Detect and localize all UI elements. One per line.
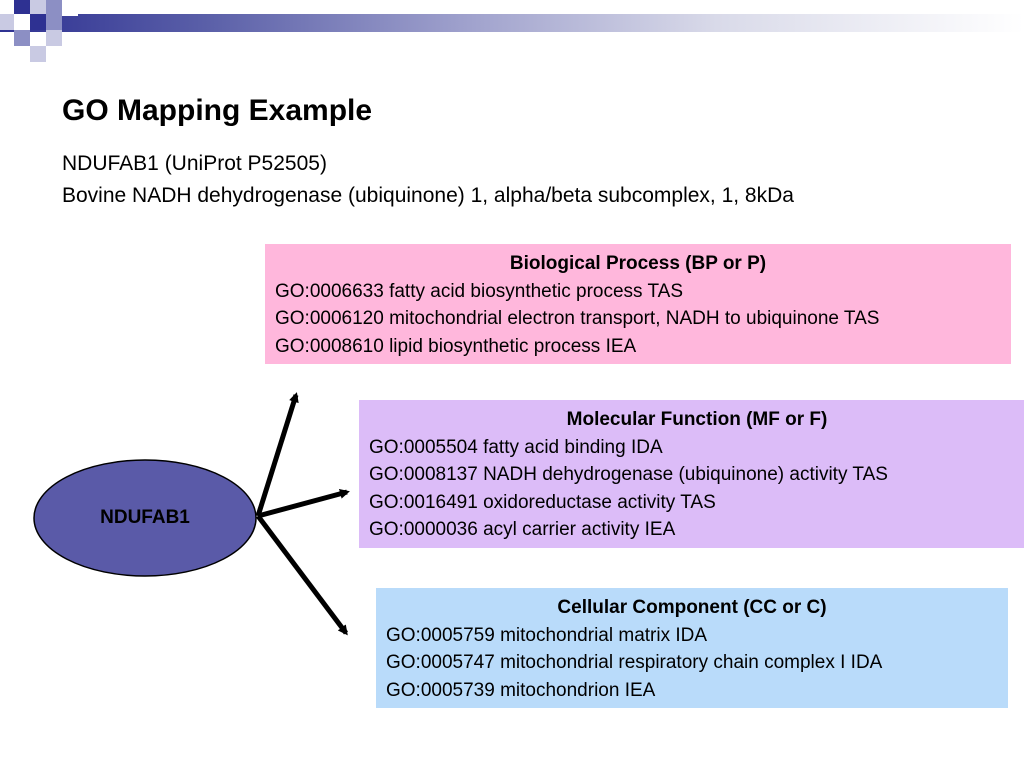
- cellular-component-box: Cellular Component (CC or C) GO:0005759 …: [376, 588, 1008, 708]
- arrow-to-cellular-component: [256, 514, 348, 636]
- go-term: GO:0008610 lipid biosynthetic process IE…: [275, 335, 637, 357]
- header-square-icon: [14, 14, 30, 30]
- molecular-function-box: Molecular Function (MF or F) GO:0005504 …: [359, 400, 1024, 548]
- header-square-icon: [30, 0, 46, 16]
- go-term: GO:0006633 fatty acid biosynthetic proce…: [275, 280, 684, 302]
- header-square-icon: [30, 46, 46, 62]
- arrow-to-molecular-function: [257, 488, 350, 519]
- header-square-icon: [14, 0, 30, 16]
- slide-title: GO Mapping Example: [62, 94, 373, 127]
- protein-description: Bovine NADH dehydrogenase (ubiquinone) 1…: [62, 184, 794, 207]
- arrow-to-biological-process: [255, 392, 299, 517]
- go-term: GO:0005739 mitochondrion IEA: [386, 679, 656, 701]
- header-square-icon: [62, 0, 78, 16]
- ndufab1-node-ellipse: [33, 459, 257, 577]
- go-term: GO:0006120 mitochondrial electron transp…: [275, 308, 880, 329]
- header-square-icon: [46, 30, 62, 46]
- header-square-icon: [46, 14, 62, 30]
- go-term: GO:0005747 mitochondrial respiratory cha…: [386, 652, 883, 673]
- header-square-icon: [46, 0, 62, 16]
- go-term: GO:0005759 mitochondrial matrix IDA: [386, 624, 708, 646]
- go-term: GO:0016491 oxidoreductase activity TAS: [369, 491, 716, 513]
- molecular-function-title: Molecular Function (MF or F): [566, 409, 828, 430]
- go-term: GO:0005504 fatty acid binding IDA: [369, 436, 663, 458]
- protein-identifier: NDUFAB1 (UniProt P52505): [62, 152, 327, 175]
- go-term: GO:0000036 acyl carrier activity IEA: [369, 519, 676, 540]
- go-term: GO:0008137 NADH dehydrogenase (ubiquinon…: [369, 464, 888, 485]
- biological-process-title: Biological Process (BP or P): [509, 253, 767, 274]
- biological-process-box: Biological Process (BP or P) GO:0006633 …: [265, 244, 1011, 364]
- ndufab1-node-label: NDUFAB1: [100, 507, 190, 528]
- header-square-icon: [0, 14, 16, 30]
- header-square-icon: [30, 14, 46, 30]
- cellular-component-title: Cellular Component (CC or C): [557, 597, 827, 618]
- header-gradient-bar: [0, 14, 1024, 32]
- header-square-icon: [14, 30, 30, 46]
